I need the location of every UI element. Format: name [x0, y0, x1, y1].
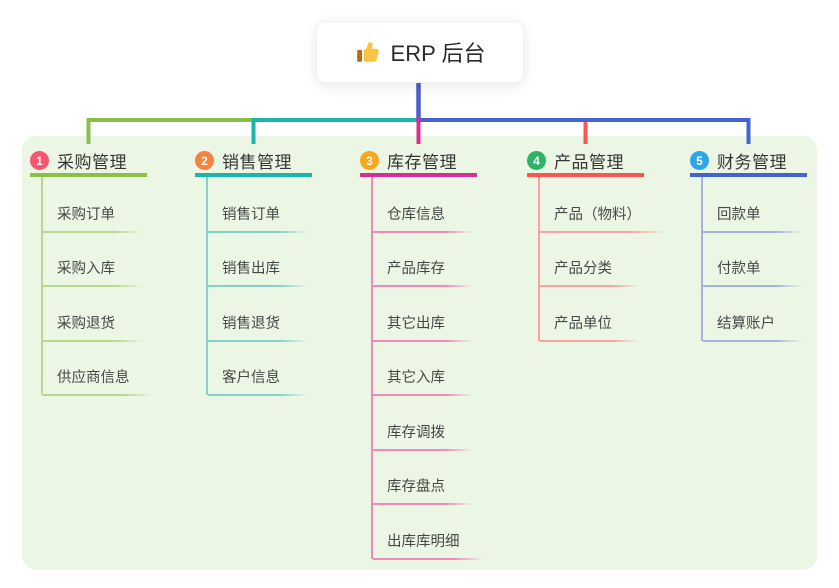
branch-purchase: 1 采购管理 采购订单 采购入库 采购退货 供应商信息 [30, 148, 154, 396]
branch-children: 产品（物料） 产品分类 产品单位 [538, 177, 665, 341]
child-node[interactable]: 销售退货 [208, 286, 308, 341]
child-label: 产品（物料） [554, 206, 641, 223]
root-label: ERP 后台 [390, 41, 486, 66]
thumbs-up-icon [355, 39, 381, 65]
branch-label: 销售管理 [222, 153, 292, 172]
branch-number-badge: 2 [195, 151, 214, 170]
branch-header-inventory[interactable]: 3 库存管理 [360, 148, 477, 177]
branch-number-badge: 4 [527, 151, 546, 170]
child-label: 销售出库 [222, 261, 280, 277]
branch-children: 销售订单 销售出库 销售退货 客户信息 [206, 177, 312, 396]
child-label: 采购订单 [57, 206, 115, 223]
child-node[interactable]: 销售订单 [208, 177, 308, 232]
branch-label: 采购管理 [57, 153, 127, 172]
branch-header-sales[interactable]: 2 销售管理 [195, 148, 312, 177]
branch-header-product[interactable]: 4 产品管理 [527, 148, 644, 177]
child-node[interactable]: 销售出库 [208, 232, 308, 287]
branch-product: 4 产品管理 产品（物料） 产品分类 产品单位 [527, 148, 665, 341]
child-label: 销售退货 [222, 315, 280, 332]
child-node[interactable]: 付款单 [703, 232, 803, 287]
child-node[interactable]: 库存调拨 [373, 395, 473, 450]
child-label: 采购入库 [57, 261, 115, 277]
child-label: 库存调拨 [387, 424, 445, 441]
child-node[interactable]: 结算账户 [703, 286, 803, 341]
child-label: 采购退货 [57, 315, 115, 332]
child-label: 回款单 [717, 206, 761, 223]
branch-label: 产品管理 [554, 153, 624, 172]
child-node[interactable]: 产品（物料） [540, 177, 665, 232]
child-node[interactable]: 客户信息 [208, 341, 308, 396]
branch-header-finance[interactable]: 5 财务管理 [690, 148, 807, 177]
branch-number-badge: 3 [360, 151, 379, 170]
child-node[interactable]: 库存盘点 [373, 450, 473, 505]
branch-children: 仓库信息 产品库存 其它出库 其它入库 库存调拨 库存盘点 出库库明细 [371, 177, 484, 559]
child-node[interactable]: 供应商信息 [43, 341, 154, 396]
branch-finance: 5 财务管理 回款单 付款单 结算账户 [690, 148, 807, 341]
root-node[interactable]: ERP 后台 [316, 21, 524, 83]
child-label: 供应商信息 [57, 370, 130, 386]
branch-label: 库存管理 [387, 153, 457, 172]
child-node[interactable]: 采购退货 [43, 286, 143, 341]
child-node[interactable]: 其它入库 [373, 341, 473, 396]
branch-label: 财务管理 [717, 153, 787, 172]
branch-header-purchase[interactable]: 1 采购管理 [30, 148, 147, 177]
child-label: 产品库存 [387, 261, 445, 277]
child-node[interactable]: 出库库明细 [373, 504, 484, 559]
child-label: 销售订单 [222, 206, 280, 223]
child-node[interactable]: 仓库信息 [373, 177, 473, 232]
child-node[interactable]: 其它出库 [373, 286, 473, 341]
branches-panel: 1 采购管理 采购订单 采购入库 采购退货 供应商信息 2 销售管理 销售订单 … [22, 136, 817, 570]
child-label: 结算账户 [717, 315, 775, 332]
branch-inventory: 3 库存管理 仓库信息 产品库存 其它出库 其它入库 库存调拨 库存盘点 出库库… [360, 148, 484, 559]
child-label: 付款单 [717, 261, 761, 277]
child-label: 其它入库 [387, 370, 445, 386]
child-label: 产品分类 [554, 261, 612, 277]
branch-number-badge: 1 [30, 151, 49, 170]
child-label: 库存盘点 [387, 479, 445, 495]
branch-number-badge: 5 [690, 151, 709, 170]
child-label: 产品单位 [554, 315, 612, 332]
child-label: 客户信息 [222, 370, 280, 386]
child-node[interactable]: 产品分类 [540, 232, 640, 287]
child-label: 出库库明细 [387, 533, 460, 550]
child-label: 其它出库 [387, 315, 445, 332]
child-label: 仓库信息 [387, 206, 445, 223]
child-node[interactable]: 产品单位 [540, 286, 640, 341]
branch-sales: 2 销售管理 销售订单 销售出库 销售退货 客户信息 [195, 148, 312, 396]
child-node[interactable]: 采购订单 [43, 177, 143, 232]
child-node[interactable]: 采购入库 [43, 232, 143, 287]
child-node[interactable]: 回款单 [703, 177, 803, 232]
branch-children: 回款单 付款单 结算账户 [701, 177, 807, 341]
child-node[interactable]: 产品库存 [373, 232, 473, 287]
branch-children: 采购订单 采购入库 采购退货 供应商信息 [41, 177, 154, 396]
